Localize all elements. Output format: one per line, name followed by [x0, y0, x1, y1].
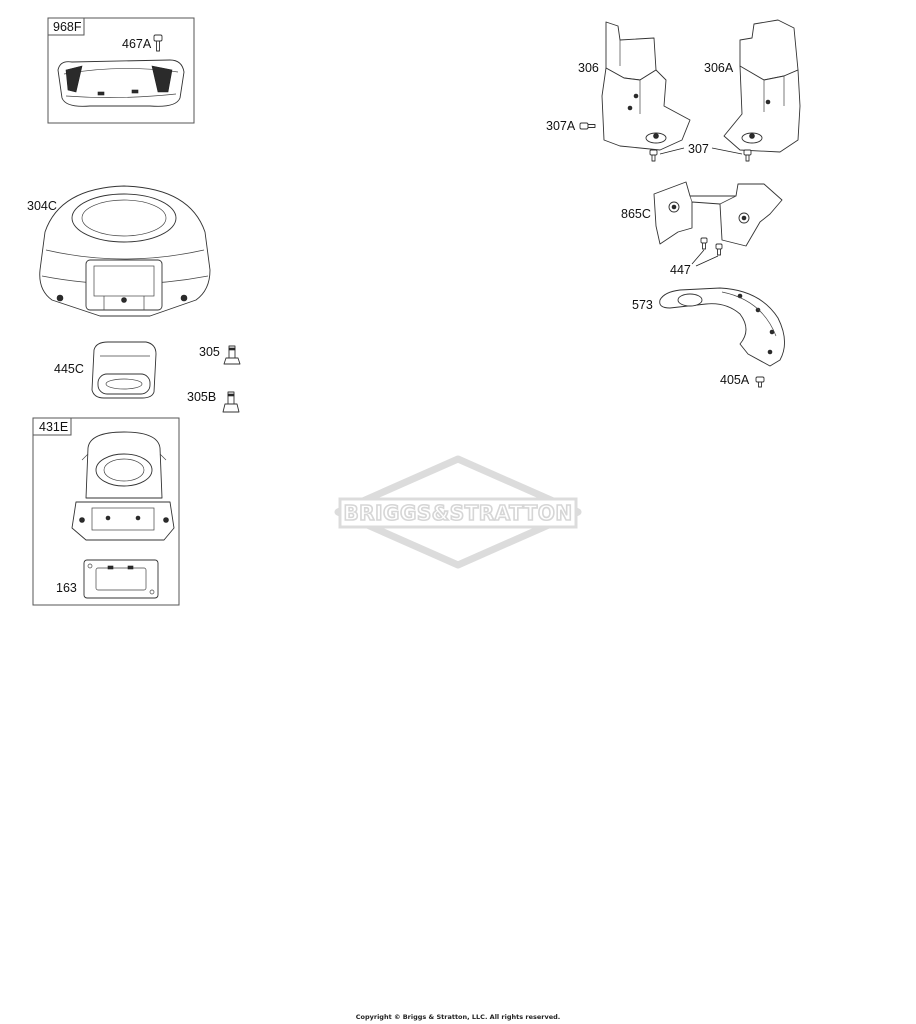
kit-box-431e[interactable]: 431E 163: [32, 417, 180, 606]
part-307-screw-right[interactable]: [743, 149, 752, 162]
label-573: 573: [632, 298, 653, 312]
label-305: 305: [199, 345, 220, 359]
part-307a-screw[interactable]: [579, 122, 596, 130]
part-865c-bracket[interactable]: [653, 181, 783, 247]
label-305b: 305B: [187, 390, 216, 404]
part-447-screw-b[interactable]: [715, 243, 723, 256]
kit-box-968f[interactable]: 968F 467A: [47, 17, 195, 124]
leader-447: [691, 249, 719, 267]
part-445c-duct[interactable]: [91, 341, 157, 399]
label-163: 163: [56, 581, 77, 595]
label-445c: 445C: [54, 362, 84, 376]
part-163-gasket[interactable]: [83, 559, 159, 599]
label-467a: 467A: [122, 37, 152, 51]
leader-307: [659, 147, 743, 155]
part-305b-bolt[interactable]: [222, 391, 240, 413]
label-307a: 307A: [546, 119, 576, 133]
part-467a-screw[interactable]: [153, 34, 163, 52]
part-306a-baffle[interactable]: [723, 19, 801, 153]
label-306a: 306A: [704, 61, 734, 75]
part-431e-elbow[interactable]: [71, 431, 175, 541]
label-405a: 405A: [720, 373, 750, 387]
part-447-screw-a[interactable]: [700, 237, 708, 250]
part-968f-cover[interactable]: [57, 59, 185, 107]
label-865c: 865C: [621, 207, 651, 221]
part-307-screw-left[interactable]: [649, 149, 658, 162]
part-305-bolt[interactable]: [223, 345, 241, 365]
brand-watermark: BRIGGS&STRATTON: [334, 455, 582, 569]
part-304c-blower-housing[interactable]: [39, 185, 211, 317]
part-405a-screw[interactable]: [755, 376, 765, 388]
part-573-shroud-plate[interactable]: [659, 287, 785, 367]
label-304c: 304C: [27, 199, 57, 213]
kit-label-431e: 431E: [39, 420, 68, 434]
watermark-text: BRIGGS&STRATTON: [343, 501, 572, 525]
label-307: 307: [688, 142, 709, 156]
part-306-baffle[interactable]: [601, 21, 691, 151]
kit-label-968f: 968F: [53, 20, 82, 34]
label-447: 447: [670, 263, 691, 277]
label-306: 306: [578, 61, 599, 75]
copyright-notice: Copyright © Briggs & Stratton, LLC. All …: [355, 1013, 561, 1021]
